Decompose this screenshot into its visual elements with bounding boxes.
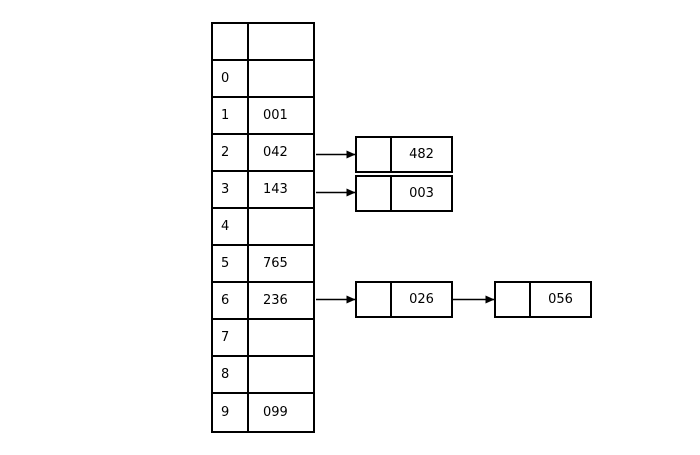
chain-node-003[interactable]: 003 — [355, 175, 453, 212]
bucket-index-3: 3 — [213, 172, 249, 207]
node-key-cell-026: 026 — [409, 292, 434, 307]
table-row[interactable]: 6 236 — [213, 283, 313, 320]
bucket-index-9: 9 — [213, 394, 249, 431]
bucket-value-2: 042 — [263, 145, 288, 160]
table-row[interactable]: 5 765 — [213, 246, 313, 283]
bucket-index-6: 6 — [213, 283, 249, 318]
node-key-cell-003: 003 — [409, 186, 434, 201]
header-index-cell — [213, 24, 249, 59]
header-value-cell — [249, 24, 313, 59]
bucket-value-9: 099 — [263, 405, 288, 420]
node-pointer-cell-056 — [496, 283, 531, 316]
bucket-index-0: 0 — [213, 61, 249, 96]
table-row[interactable]: 2 042 — [213, 135, 313, 172]
bucket-index-7: 7 — [213, 320, 249, 355]
node-key-cell-482: 482 — [409, 147, 434, 162]
table-header-row — [213, 24, 313, 61]
node-pointer-cell-482 — [357, 138, 392, 171]
bucket-index-5: 5 — [213, 246, 249, 281]
table-row[interactable]: 3 143 — [213, 172, 313, 209]
node-key-cell-056: 056 — [548, 292, 573, 307]
bucket-index-4: 4 — [213, 209, 249, 244]
bucket-value-7 — [249, 320, 313, 355]
bucket-index-8: 8 — [213, 357, 249, 392]
chain-node-482[interactable]: 482 — [355, 136, 453, 173]
table-row[interactable]: 0 — [213, 61, 313, 98]
bucket-value-3: 143 — [263, 182, 288, 197]
hash-bucket-table: 0 1 001 2 042 3 143 4 5 765 6 236 7 — [211, 22, 315, 433]
bucket-value-0 — [249, 61, 313, 96]
table-row[interactable]: 1 001 — [213, 98, 313, 135]
table-row[interactable]: 9 099 — [213, 394, 313, 431]
node-pointer-cell-026 — [357, 283, 392, 316]
bucket-value-8 — [249, 357, 313, 392]
bucket-index-1: 1 — [213, 98, 249, 133]
table-row[interactable]: 4 — [213, 209, 313, 246]
bucket-value-6: 236 — [263, 293, 288, 308]
chain-node-026[interactable]: 026 — [355, 281, 453, 318]
bucket-index-2: 2 — [213, 135, 249, 170]
bucket-value-4 — [249, 209, 313, 244]
bucket-value-5: 765 — [263, 256, 288, 271]
bucket-value-1: 001 — [263, 108, 288, 123]
table-row[interactable]: 8 — [213, 357, 313, 394]
table-row[interactable]: 7 — [213, 320, 313, 357]
chain-node-056[interactable]: 056 — [494, 281, 592, 318]
node-pointer-cell-003 — [357, 177, 392, 210]
